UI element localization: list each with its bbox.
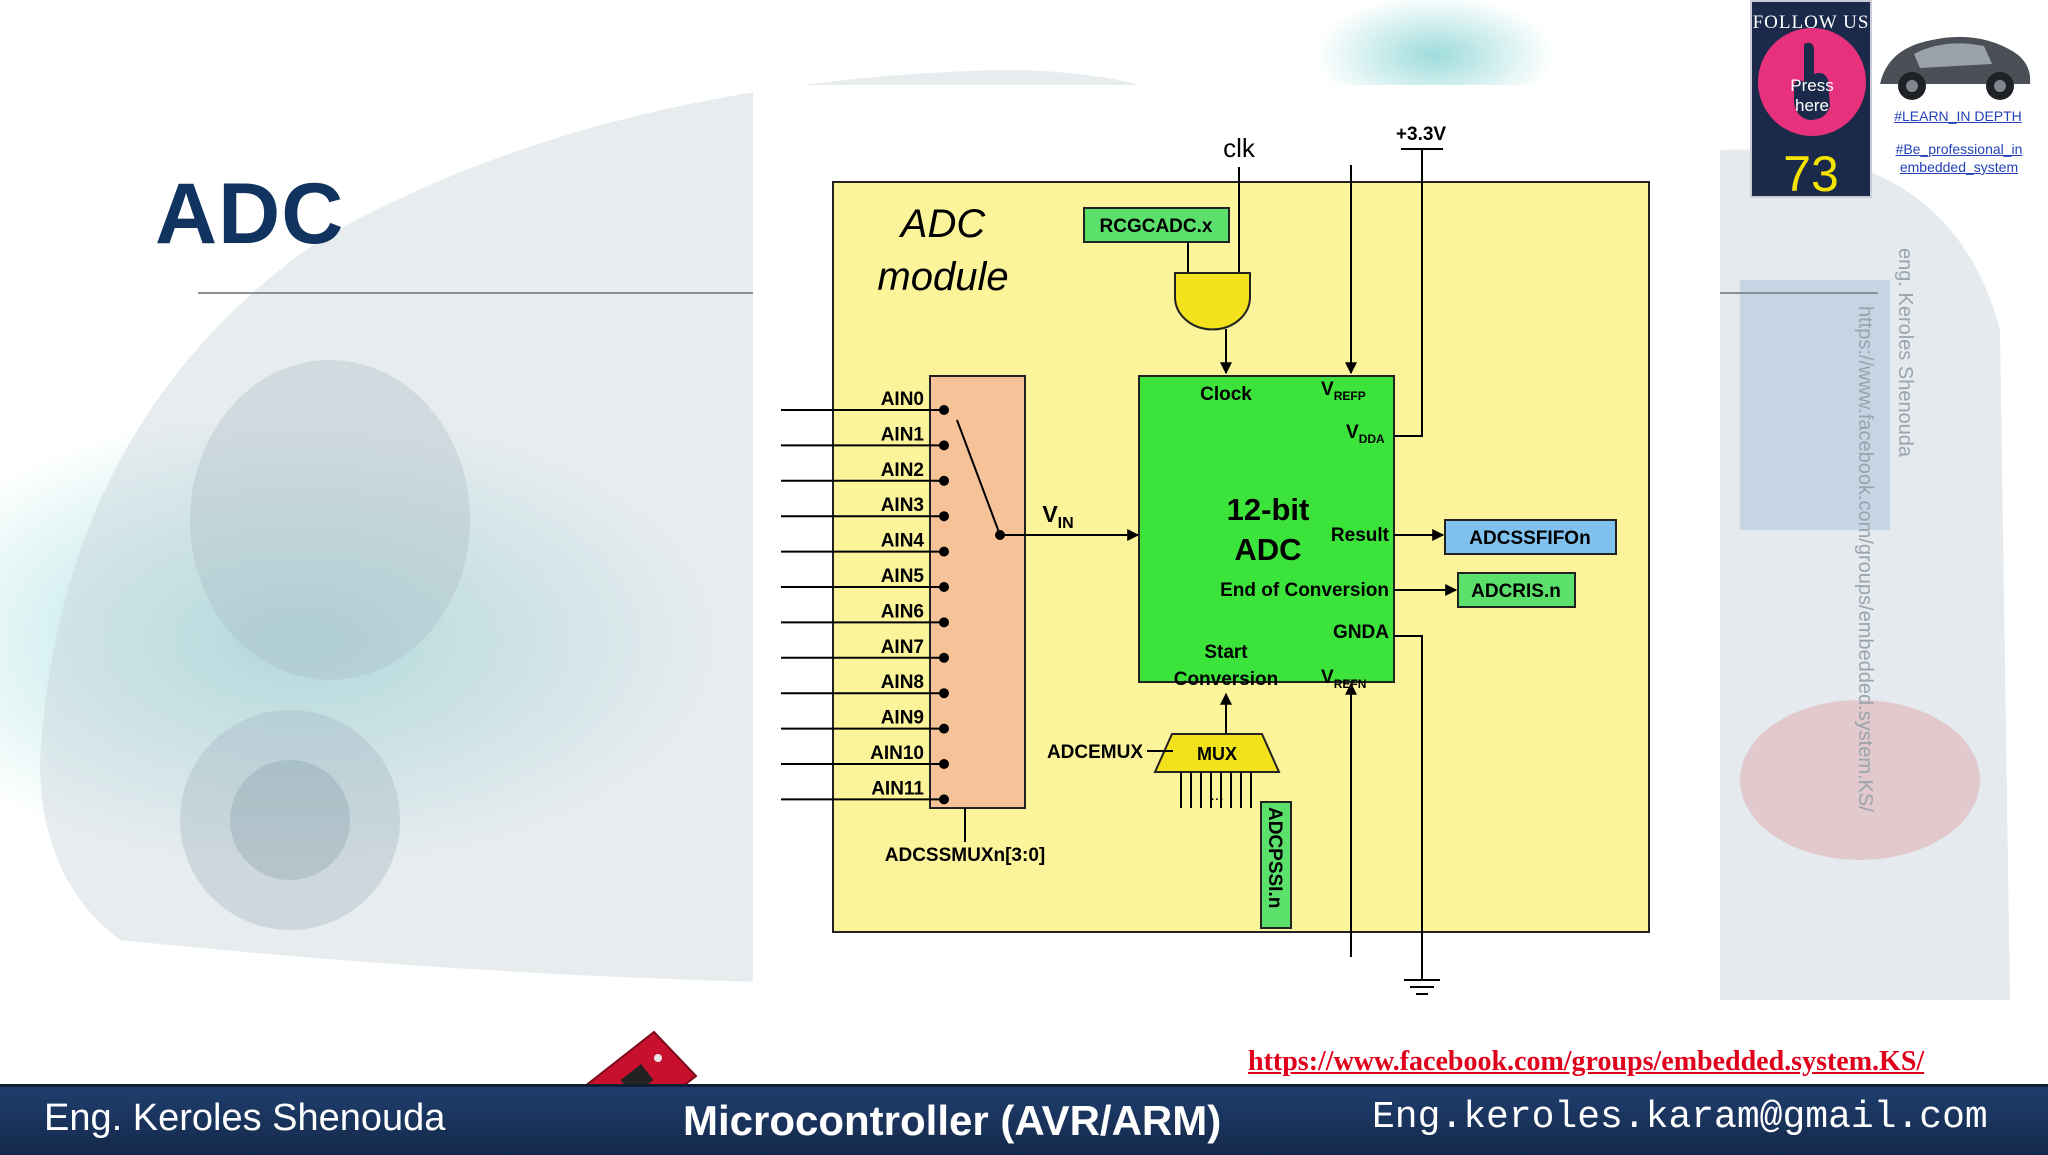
follow-count: 73 xyxy=(1783,146,1839,202)
ain-contact xyxy=(939,794,949,805)
ain-label: AIN7 xyxy=(881,637,924,658)
ain-contact xyxy=(939,405,949,415)
footer-course-title: Microcontroller (AVR/ARM) xyxy=(683,1097,1222,1144)
adc-core-box xyxy=(1138,375,1395,683)
analog-input-list: AIN0AIN1AIN2AIN3AIN4AIN5AIN6AIN7AIN8AIN9… xyxy=(781,389,949,805)
ain-contact xyxy=(939,652,949,663)
trigger-mux-label: MUX xyxy=(1197,744,1237,764)
ain-label: AIN2 xyxy=(881,460,924,481)
slide-title: ADC xyxy=(155,166,345,262)
ain-label: AIN1 xyxy=(881,424,925,445)
pssi-register-label: ADCPSSI.n xyxy=(1264,807,1285,908)
supply-label: +3.3V xyxy=(1396,124,1447,145)
result-pin-label: Result xyxy=(1331,525,1390,546)
vrefp-pin-label: VREFP xyxy=(1321,379,1366,403)
module-label-line1: ADC xyxy=(899,202,987,246)
ain-label: AIN6 xyxy=(881,601,924,622)
pssi-register xyxy=(1260,801,1292,929)
gnda-wire xyxy=(1394,635,1423,980)
group-url-watermark: https://www.facebook.com/groups/embedded… xyxy=(1854,306,1876,812)
ain-contact xyxy=(939,688,949,699)
fifo-register-label: ADCSSFIFOn xyxy=(1469,528,1590,549)
eoc-pin-label: End of Conversion xyxy=(1220,580,1389,601)
ain-label: AIN5 xyxy=(881,566,925,587)
car-thumbnail xyxy=(1880,36,2031,100)
adc-title-line1: 12-bit xyxy=(1227,492,1310,527)
ain-label: AIN8 xyxy=(881,672,924,693)
ain-label: AIN3 xyxy=(881,495,924,516)
start-pin-label-1: Start xyxy=(1204,642,1248,663)
ain-contact xyxy=(939,617,949,628)
ain-label: AIN9 xyxy=(881,708,924,729)
clk-label: clk xyxy=(1223,133,1256,163)
footer-email: Eng.keroles.karam@gmail.com xyxy=(1372,1096,1988,1139)
ain-contact xyxy=(939,440,949,451)
learn-in-depth-tag[interactable]: #LEARN_IN DEPTH xyxy=(1894,108,2022,124)
ain-contact xyxy=(939,546,949,557)
footer-author: Eng. Keroles Shenouda xyxy=(44,1097,446,1139)
mux-switch xyxy=(956,419,1001,536)
and-gate xyxy=(1174,272,1251,331)
ain-contact xyxy=(939,723,949,734)
ain-contact xyxy=(939,511,949,522)
ain-label: AIN4 xyxy=(881,531,925,552)
ain-label: AIN10 xyxy=(870,743,924,764)
ain-contact xyxy=(939,759,949,769)
ain-contact xyxy=(939,582,949,592)
facebook-group-link[interactable]: https://www.facebook.com/groups/embedded… xyxy=(1248,1046,1925,1077)
vdda-pin-label: VDDA xyxy=(1346,422,1385,446)
rcgc-register xyxy=(1083,207,1230,243)
ris-register-label: ADCRIS.n xyxy=(1471,581,1561,602)
trigger-mux-inputs xyxy=(1180,772,1252,808)
ain-contact xyxy=(939,475,949,486)
ain-label: AIN11 xyxy=(871,778,924,799)
ris-register xyxy=(1457,572,1576,608)
vin-label: VIN xyxy=(1042,501,1073,532)
fifo-register xyxy=(1444,519,1617,555)
adc-title-line2: ADC xyxy=(1234,532,1301,567)
emux-label: ADCEMUX xyxy=(1047,742,1143,763)
author-watermark: eng. Keroles Shenouda xyxy=(1894,248,1916,458)
footer-bar: Eng. Keroles Shenouda Microcontroller (A… xyxy=(0,1084,2048,1155)
mux-select-label: ADCSSMUXn[3:0] xyxy=(885,845,1045,866)
adc-block-diagram: ADC module AIN0AIN1AIN2AIN3AIN4AIN5AIN6A… xyxy=(781,124,1650,995)
pointing-hand-icon xyxy=(1794,42,1830,120)
trigger-mux-shape xyxy=(1153,733,1281,773)
start-pin-label-2: Conversion xyxy=(1174,669,1279,690)
module-label-line2: module xyxy=(877,255,1008,299)
mux-legs-dots: ... xyxy=(1210,787,1223,804)
ain-label: AIN0 xyxy=(881,389,924,410)
vdda-wire xyxy=(1394,149,1423,437)
gnda-pin-label: GNDA xyxy=(1333,622,1389,643)
rcgc-register-label: RCGCADC.x xyxy=(1100,216,1213,237)
follow-us-title: FOLLOW US xyxy=(1752,12,1870,33)
clock-pin-label: Clock xyxy=(1200,384,1252,405)
